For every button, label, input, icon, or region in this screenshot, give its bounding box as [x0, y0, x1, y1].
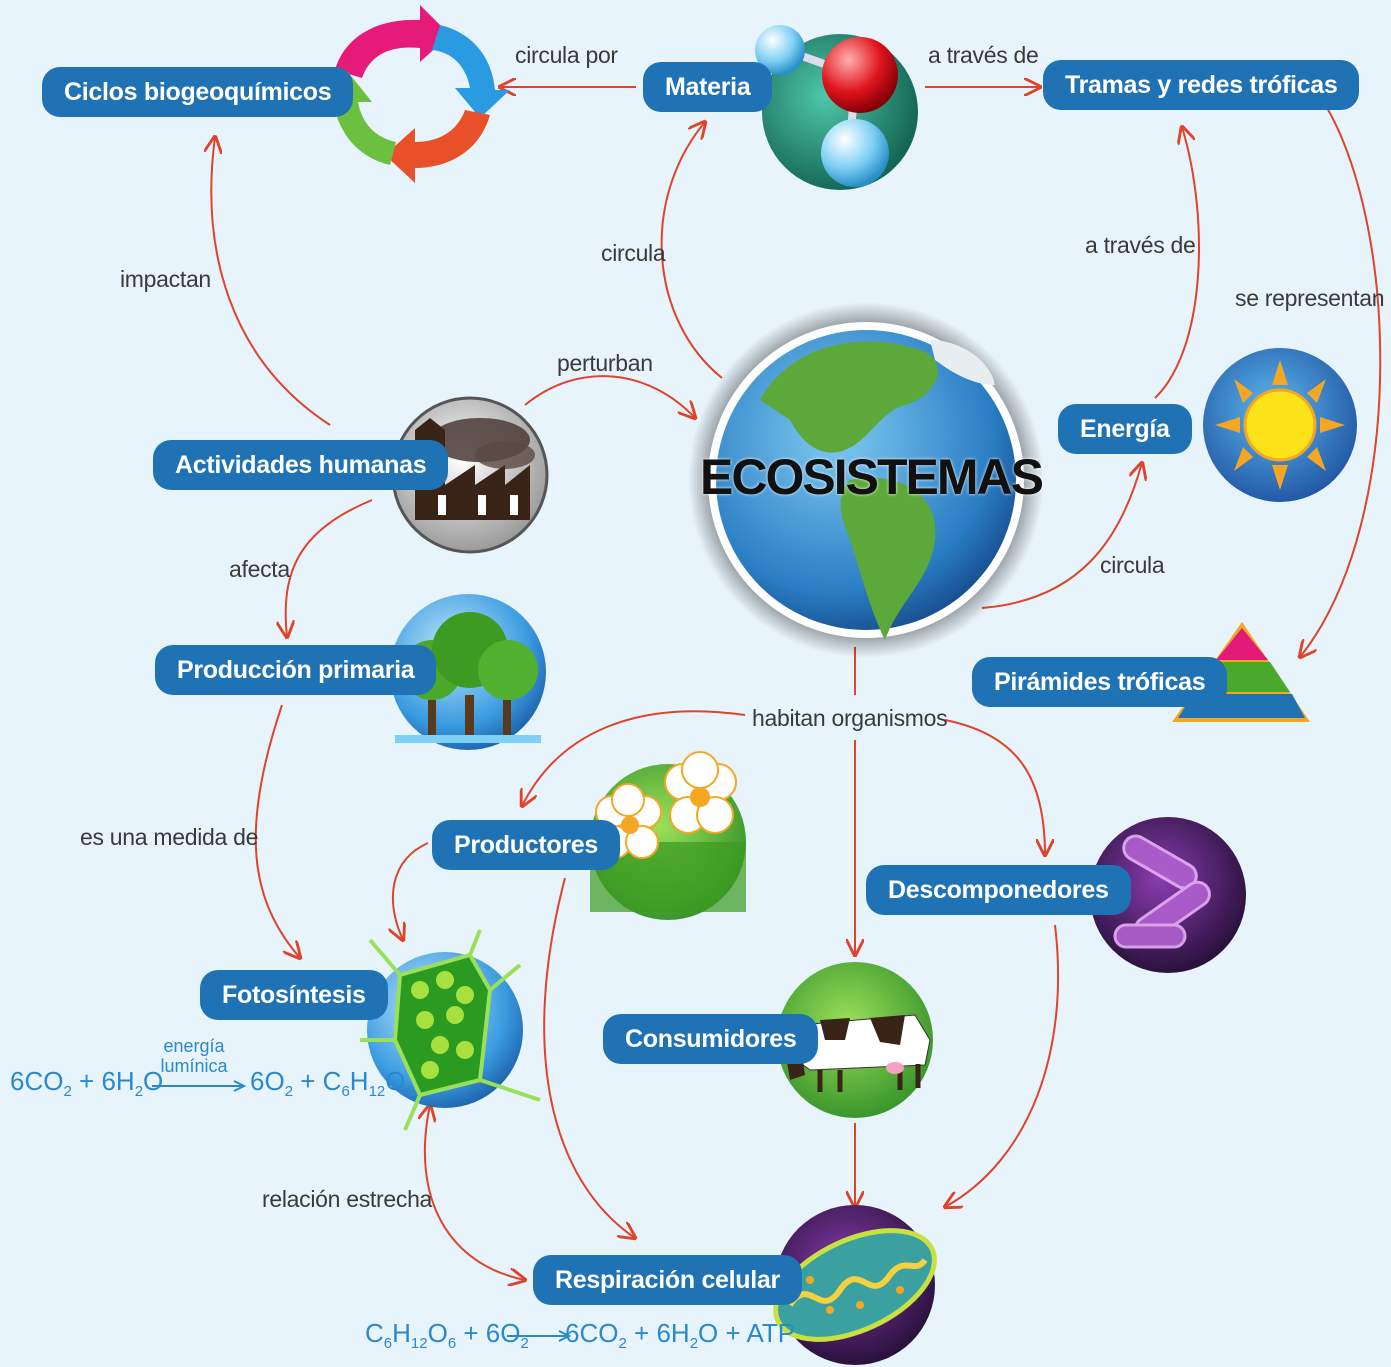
link-afecta: afecta [229, 556, 290, 582]
node-consumidores[interactable]: Consumidores [603, 1014, 819, 1064]
link-relacion-estrecha: relación estrecha [262, 1186, 433, 1212]
link-habitan-organismos: habitan organismos [752, 705, 948, 731]
arrow-fotosintesis-respiracion [425, 1105, 525, 1280]
link-circula-2: circula [1100, 552, 1165, 578]
node-produccion-primaria[interactable]: Producción primaria [155, 645, 437, 695]
mitochondria-icon [773, 1205, 937, 1365]
ecosistemas-title: ECOSISTEMAS [700, 449, 1044, 505]
arrow-energia-tramas [1154, 127, 1200, 399]
arrow-habitan-descomponedores [944, 719, 1045, 855]
factory-icon [391, 396, 549, 554]
equation-photosynthesis-lhs: 6CO2 + 6H2O [10, 1066, 164, 1101]
node-productores[interactable]: Productores [432, 820, 620, 870]
arrow-actividades-eco [524, 375, 695, 418]
equation-respiration-arrow [507, 1330, 572, 1342]
node-actividades-humanas[interactable]: Actividades humanas [153, 440, 449, 490]
link-a-traves-de-2: a través de [1085, 232, 1196, 258]
node-piramides-troficas[interactable]: Pirámides tróficas [972, 657, 1228, 707]
arrow-produccion-fotosintesis [254, 704, 300, 958]
node-energia[interactable]: Energía [1058, 404, 1192, 454]
link-impactan: impactan [120, 266, 211, 292]
node-materia[interactable]: Materia [643, 62, 773, 112]
link-es-una-medida-de: es una medida de [80, 824, 259, 850]
molecule-icon [755, 25, 918, 190]
node-fotosintesis[interactable]: Fotosíntesis [200, 970, 388, 1020]
cow-icon [777, 962, 933, 1118]
link-circula-1: circula [601, 240, 666, 266]
equation-photosynthesis-arrow-label: energía lumínica [160, 1036, 228, 1076]
plant-cell-icon [360, 929, 541, 1131]
arrow-productores-fotosintesis [393, 842, 429, 940]
equation-respiration-rhs: 6CO2 + 6H2O + ATP [565, 1318, 796, 1353]
arrow-actividades-ciclos [211, 137, 331, 426]
arrow-eco-materia [660, 122, 723, 379]
equation-respiration-lhs: C6H12O6 + 6O2 [365, 1318, 529, 1353]
bacteria-icon [1090, 817, 1246, 973]
earth-globe-icon [688, 302, 1044, 658]
arrow-actividades-produccion [286, 499, 373, 637]
link-perturban: perturban [557, 350, 653, 376]
arrow-habitan-productores [522, 710, 746, 806]
sun-icon [1203, 348, 1357, 502]
node-ciclos-biogeoquimicos[interactable]: Ciclos biogeoquímicos [42, 67, 354, 117]
node-descomponedores[interactable]: Descomponedores [866, 865, 1131, 915]
arrow-eco-energia [981, 463, 1142, 609]
link-se-representan: se representan [1235, 285, 1385, 311]
equation-photosynthesis-arrow [152, 1080, 247, 1092]
link-circula-por: circula por [515, 42, 618, 68]
arrow-productores-respiracion [543, 877, 635, 1238]
equation-photosynthesis-rhs: 6O2 + C6H12O6 [250, 1066, 414, 1101]
node-tramas-redes[interactable]: Tramas y redes tróficas [1043, 60, 1360, 110]
link-a-traves-de-1: a través de [928, 42, 1039, 68]
arrow-descomponedores-respiracion [945, 924, 1060, 1207]
arrow-tramas-piramides [1300, 84, 1382, 657]
node-respiracion-celular[interactable]: Respiración celular [533, 1255, 802, 1305]
